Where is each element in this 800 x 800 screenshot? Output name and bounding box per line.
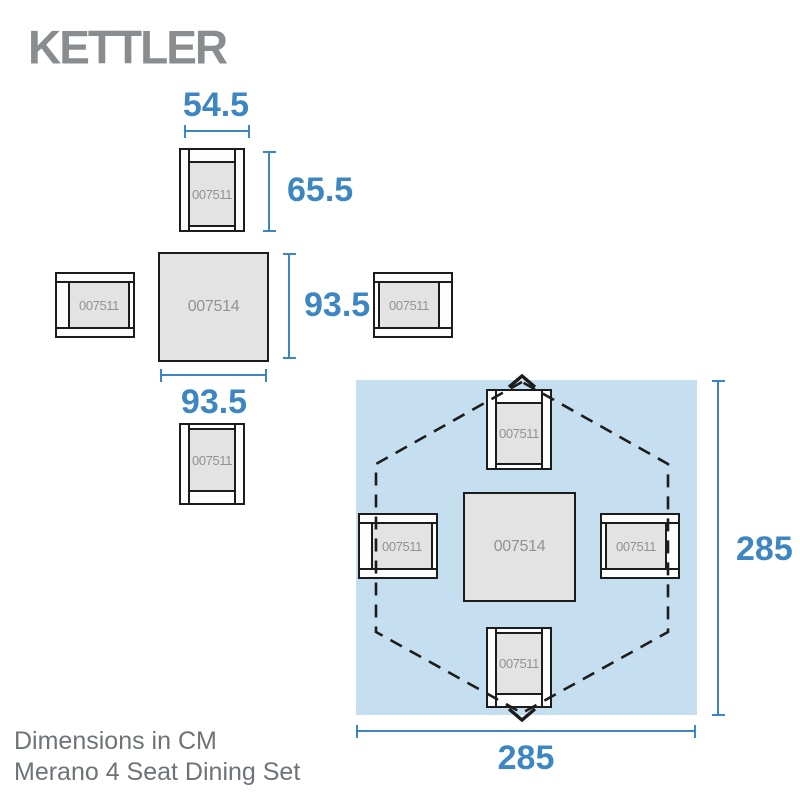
exploded-chair-right: 007511 (373, 272, 453, 338)
chair-sku-label: 007511 (498, 426, 539, 441)
table-sku-label: 007514 (187, 298, 240, 315)
chair-seat: 007511 (495, 632, 543, 695)
table-width-dim-line (160, 368, 267, 382)
footprint-width-dim-label: 285 (497, 739, 555, 777)
exploded-chair-bottom: 007511 (179, 423, 245, 505)
footprint-chair-left: 007511 (358, 513, 438, 579)
chair-width-dim-label: 54.5 (182, 86, 250, 124)
chair-sku-label: 007511 (381, 538, 422, 554)
table-sku-label: 007514 (493, 538, 546, 555)
chair-depth-dim-label: 65.5 (287, 171, 354, 209)
footprint-height-dim-label: 285 (736, 530, 793, 568)
footprint-height-dim-line (711, 380, 725, 716)
chair-seat: 007511 (378, 281, 440, 329)
footer: Dimensions in CM Merano 4 Seat Dining Se… (14, 726, 300, 788)
table-depth-dim-label: 93.5 (304, 286, 371, 324)
chair-depth-dim-line (262, 151, 276, 232)
exploded-table: 007514 (158, 252, 269, 362)
chair-width-dim-line (184, 124, 250, 138)
chair-seat: 007511 (495, 402, 543, 465)
chair-sku-label: 007511 (78, 297, 119, 313)
footprint-chair-bottom: 007511 (486, 627, 552, 708)
exploded-chair-top: 007511 (179, 148, 245, 232)
footprint-chair-right: 007511 (600, 513, 680, 579)
exploded-chair-left: 007511 (55, 272, 135, 338)
chair-seat: 007511 (605, 522, 667, 570)
table-width-dim-label: 93.5 (180, 383, 248, 421)
chair-seat: 007511 (68, 281, 130, 329)
chair-sku-label: 007511 (388, 297, 429, 313)
footer-product-name: Merano 4 Seat Dining Set (14, 758, 301, 786)
chair-seat: 007511 (371, 522, 433, 570)
footer-units-note: Dimensions in CM (14, 727, 217, 755)
footprint-table: 007514 (463, 492, 576, 602)
chair-seat: 007511 (188, 161, 236, 227)
chair-sku-label: 007511 (498, 656, 539, 671)
kettler-logo: KETTLER (28, 20, 228, 74)
chair-seat: 007511 (188, 428, 236, 492)
footprint-width-dim-line (356, 724, 696, 738)
footprint-chair-top: 007511 (486, 389, 552, 470)
chair-sku-label: 007511 (191, 452, 232, 468)
chair-sku-label: 007511 (615, 538, 656, 554)
chair-sku-label: 007511 (191, 186, 232, 202)
table-depth-dim-line (282, 253, 296, 359)
